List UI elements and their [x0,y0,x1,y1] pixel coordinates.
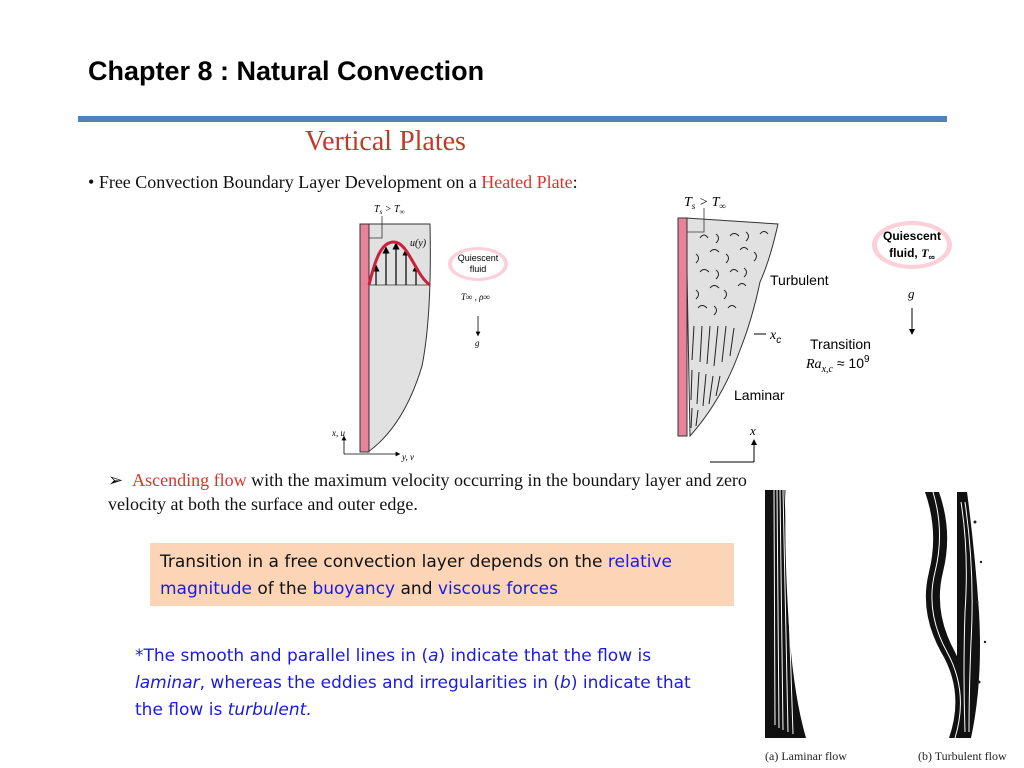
footnote-italic-laminar: laminar [135,673,200,693]
ts-label-right: Ts > T∞ [684,195,726,211]
footnote-italic-turbulent: turbulent. [227,700,312,720]
quiescent-fluid-right-line2: fluid, T∞ [889,246,935,262]
ts-label: Ts > T∞ [374,204,405,216]
turbulent-flow-photo [905,492,995,738]
bullet-prefix: Free Convection Boundary Layer Developme… [98,172,482,192]
note-text-3: and [395,579,438,599]
velocity-profile-curve [367,240,431,287]
caption-laminar: (a) Laminar flow [765,749,847,763]
laminar-label: Laminar [734,387,785,403]
laminar-boundary-layer-diagram: Ts > T∞ u(y) Quiescent fluid T∞ , ρ∞ g x… [331,204,508,462]
quiescent-fluid-line1: Quiescent [458,253,499,263]
transition-diagram: Ts > T∞ Turbulent xc Transition Rax,c ≈ … [677,195,952,463]
transition-label: Transition [810,336,871,352]
uy-label: u(y) [410,238,427,249]
bullet-dot: • [88,172,99,192]
note-text-2: of the [251,579,313,599]
heated-plate-right [677,217,688,437]
footnote-text-1: *The smooth and parallel lines in ( [135,646,429,666]
quiescent-fluid-right-line1: Quiescent [883,229,941,243]
laminar-streaks [690,325,735,429]
boundary-layer-region [367,223,431,453]
flow-footnote: *The smooth and parallel lines in (a) in… [135,643,715,724]
flow-region [685,217,779,438]
footnote-text-4: ) indicate that the flow is [135,673,691,720]
arrow-bullet-icon: ➢ [108,470,133,490]
ambient-properties-label: T∞ , ρ∞ [461,292,490,302]
note-text-1: Transition in a free convection layer de… [160,552,608,572]
gravity-label-right: g [908,286,915,301]
note-blue-3: viscous forces [437,579,558,599]
rayleigh-criterion: Rax,c ≈ 109 [805,354,870,375]
slide-subtitle: Vertical Plates [305,126,466,157]
footnote-italic-b: b [560,673,571,693]
axis-x-u-label: x, u [331,428,345,438]
turbulent-label: Turbulent [770,272,829,288]
main-bullet: • Free Convection Boundary Layer Develop… [88,172,578,193]
bullet-suffix: : [572,172,578,192]
footnote-text-2: ) indicate that the flow is [438,646,652,666]
note-blue-2: buoyancy [312,579,396,599]
slide-title: Chapter 8 : Natural Convection [88,56,485,86]
bullet-highlight: Heated Plate [481,172,573,192]
laminar-flow-photo [762,490,812,738]
x-axis-label: x [749,423,756,438]
quiescent-fluid-line2: fluid [470,264,487,274]
heated-plate [359,223,370,453]
transition-note-box: Transition in a free convection layer de… [150,543,734,606]
sub-bullet-text: with the maximum velocity occurring in t… [108,470,747,514]
footnote-italic-a: a [428,646,439,666]
gravity-label: g [475,338,480,348]
sub-bullet-highlight: Ascending flow [132,470,247,490]
caption-turbulent: (b) Turbulent flow [918,749,1007,763]
title-divider [78,116,947,122]
footnote-text-3: , whereas the eddies and irregularities … [199,673,561,693]
sub-bullet: ➢ Ascending flow with the maximum veloci… [108,468,768,516]
axis-y-v-label: y, v [401,452,414,462]
xc-label: xc [769,328,781,346]
turbulent-eddies [695,231,769,316]
note-blue-1: relative magnitude [160,552,673,599]
